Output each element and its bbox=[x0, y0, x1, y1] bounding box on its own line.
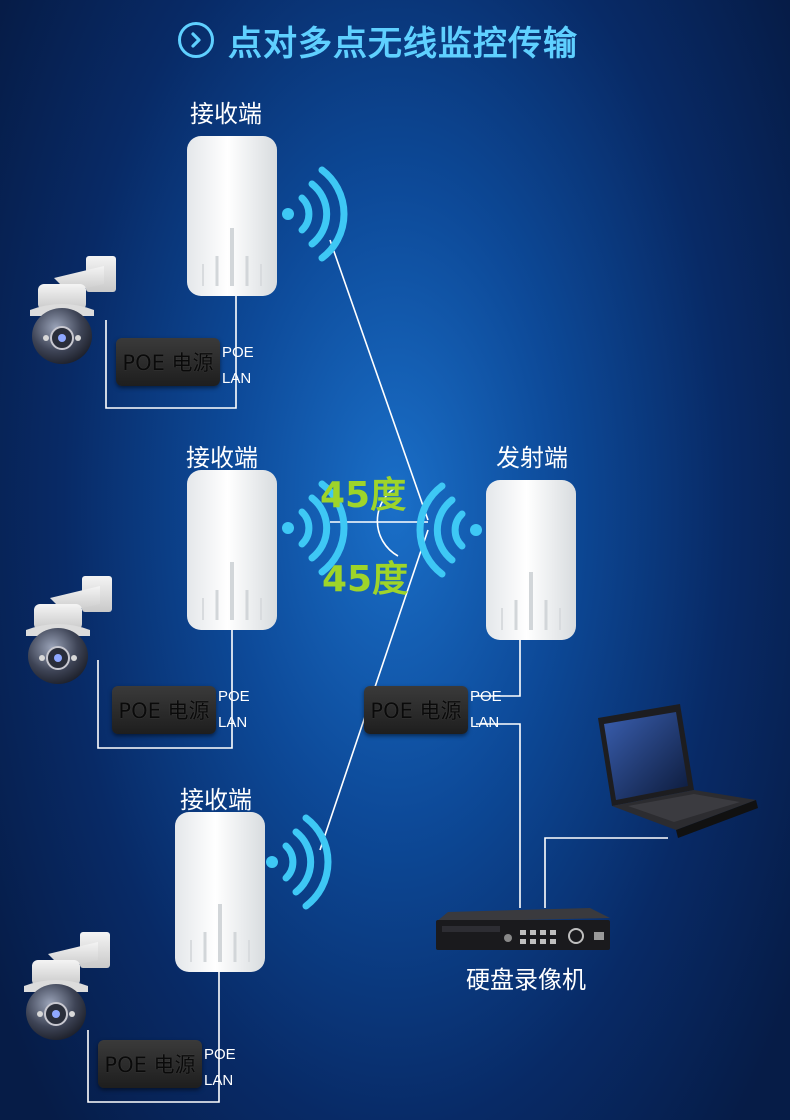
receiver-3-poe-box: POE 电源 bbox=[98, 1040, 202, 1088]
receiver-2-port-labels: POE LAN bbox=[218, 688, 250, 731]
transmitter-poe-box: POE 电源 bbox=[364, 686, 468, 734]
receiver-3-port-labels: POE LAN bbox=[204, 1046, 236, 1089]
receiver-1-label: 接收端 bbox=[190, 100, 262, 128]
wifi-signal-icon bbox=[266, 818, 328, 906]
chevron-right-icon bbox=[178, 22, 214, 58]
title-text: 点对多点无线监控传输 bbox=[228, 23, 578, 64]
receiver-1-device bbox=[185, 134, 279, 298]
receiver-3-label: 接收端 bbox=[180, 786, 252, 814]
receiver-2-poe-box: POE 电源 bbox=[112, 686, 216, 734]
wifi-signal-icon bbox=[282, 170, 344, 258]
wifi-signal-icon bbox=[420, 486, 482, 574]
receiver-1-port-labels: POE LAN bbox=[222, 344, 254, 387]
transmitter-label: 发射端 bbox=[496, 444, 568, 472]
nvr-recorder-icon bbox=[436, 908, 610, 950]
angle-lower-label: 45度 bbox=[322, 559, 409, 600]
receiver-2-label: 接收端 bbox=[186, 444, 258, 472]
laptop-icon bbox=[598, 704, 758, 838]
transmitter-device bbox=[484, 478, 578, 642]
transmitter-port-labels: POE LAN bbox=[470, 688, 502, 731]
dome-camera-icon bbox=[29, 255, 117, 365]
dome-camera-icon bbox=[23, 931, 111, 1041]
receiver-1-poe-box: POE 电源 bbox=[116, 338, 220, 386]
angle-upper-label: 45度 bbox=[320, 475, 407, 516]
receiver-2-device bbox=[185, 468, 279, 632]
page-title: 点对多点无线监控传输 bbox=[178, 14, 578, 66]
nvr-label: 硬盘录像机 bbox=[466, 966, 586, 994]
dome-camera-icon bbox=[25, 575, 113, 685]
receiver-3-device bbox=[173, 810, 267, 974]
